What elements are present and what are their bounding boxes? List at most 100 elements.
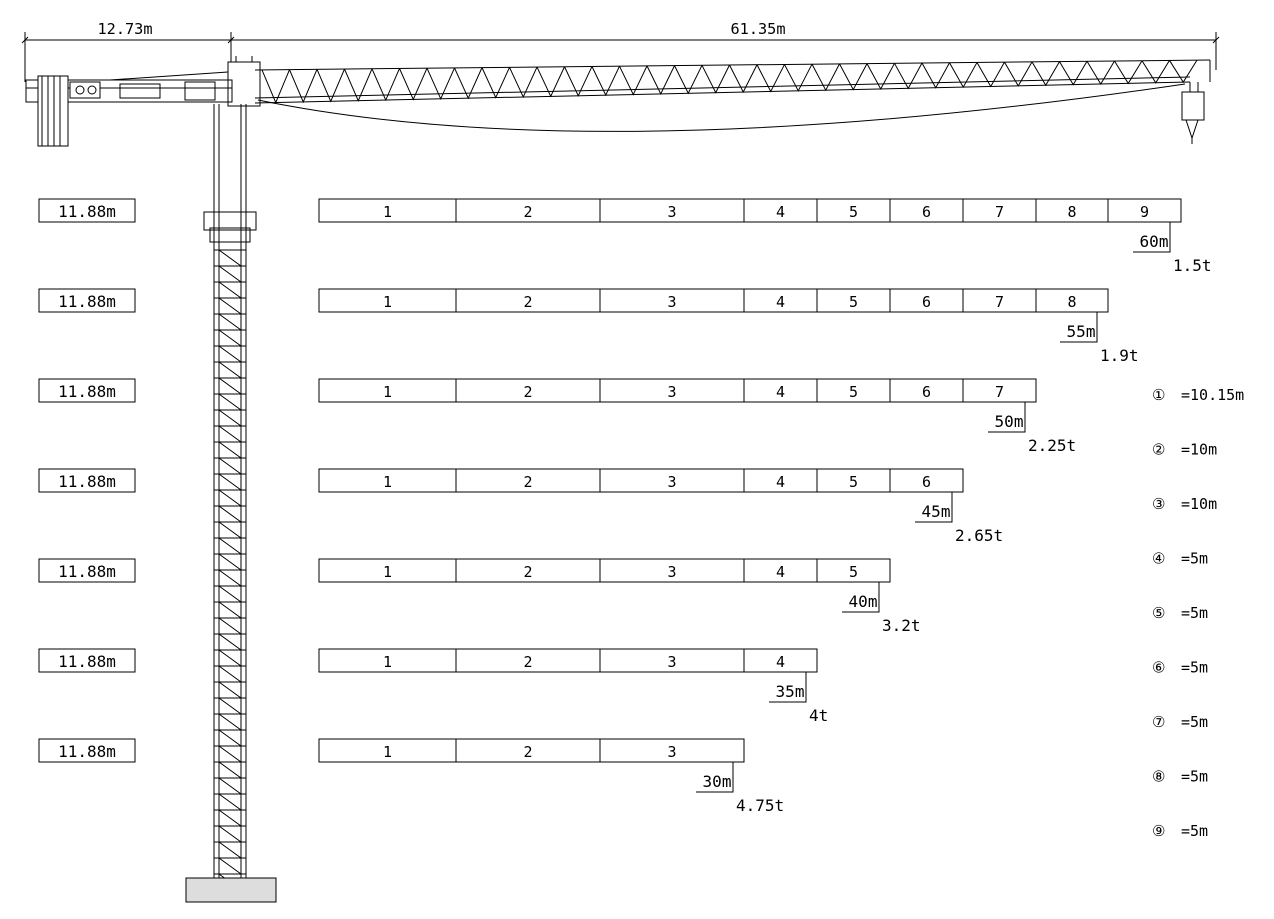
radius-leader xyxy=(988,402,1026,433)
jib-segment-number: 2 xyxy=(523,473,532,491)
jib-segment xyxy=(1035,288,1109,313)
legend-symbol: ⑦ xyxy=(1152,713,1165,731)
jib-segment-number: 4 xyxy=(776,473,785,491)
legend-value: =5m xyxy=(1181,822,1208,840)
jib-segment-number: 8 xyxy=(1067,293,1076,311)
counter-jib-dimension: 12.73m xyxy=(98,20,153,38)
counter-jib-label-box xyxy=(38,378,136,403)
jib-segment-number: 1 xyxy=(383,743,392,761)
counter-jib-label-box xyxy=(38,738,136,763)
legend-symbol: ① xyxy=(1152,386,1165,404)
jib-segment-number: 4 xyxy=(776,563,785,581)
jib-segment-number: 1 xyxy=(383,383,392,401)
jib-segment-number: 5 xyxy=(849,563,858,581)
jib-segment-number: 3 xyxy=(667,293,676,311)
legend-item: ③=10m xyxy=(1152,495,1217,513)
jib-segment-number: 3 xyxy=(667,563,676,581)
load-label: 2.65t xyxy=(955,526,1003,545)
legend-symbol: ② xyxy=(1152,441,1165,459)
jib-segment-number: 1 xyxy=(383,293,392,311)
counter-jib-label: 11.88m xyxy=(58,742,116,761)
jib-segment-number: 7 xyxy=(995,293,1004,311)
jib-segment-number: 3 xyxy=(667,473,676,491)
jib-segment xyxy=(1107,198,1182,223)
legend-item: ④ =5m xyxy=(1152,550,1208,568)
jib-segment-number: 1 xyxy=(383,473,392,491)
jib-segment-number: 5 xyxy=(849,473,858,491)
counter-jib-label: 11.88m xyxy=(58,292,116,311)
jib-segment-number: 6 xyxy=(922,473,931,491)
jib-segment-number: 2 xyxy=(523,203,532,221)
jib-dimension: 61.35m xyxy=(731,20,786,38)
jib-segment-number: 1 xyxy=(383,203,392,221)
load-label: 4t xyxy=(809,706,828,725)
jib-segment xyxy=(743,648,818,673)
load-label: 1.9t xyxy=(1100,346,1139,365)
legend-item: ⑥ =5m xyxy=(1152,659,1208,677)
jib-segment-number: 3 xyxy=(667,743,676,761)
load-label: 3.2t xyxy=(882,616,921,635)
counter-jib-label-box xyxy=(38,288,136,313)
legend-item: ② =10m xyxy=(1152,441,1217,459)
top-dimension-line xyxy=(21,32,1220,82)
legend-symbol: ⑧ xyxy=(1152,768,1165,786)
legend-symbol: ④ xyxy=(1152,550,1165,568)
jib-segment-number: 4 xyxy=(776,653,785,671)
legend-symbol: ⑥ xyxy=(1152,659,1165,677)
counter-jib-label: 11.88m xyxy=(58,472,116,491)
jib-segment-number: 2 xyxy=(523,383,532,401)
jib-segment-number: 1 xyxy=(383,563,392,581)
jib-segment-number: 9 xyxy=(1140,203,1149,221)
counter-jib-label: 11.88m xyxy=(58,202,116,221)
jib-segment-number: 2 xyxy=(523,563,532,581)
jib-segment-number: 7 xyxy=(995,383,1004,401)
jib-segment-number: 5 xyxy=(849,293,858,311)
tower-mast xyxy=(185,104,277,903)
jib-segment-number: 1 xyxy=(383,653,392,671)
legend-value: =5m xyxy=(1181,659,1208,677)
jib-segment-number: 4 xyxy=(776,203,785,221)
radius-label: 45m xyxy=(922,502,951,521)
load-label: 2.25t xyxy=(1028,436,1076,455)
legend-value: =5m xyxy=(1181,604,1208,622)
jib-segment-number: 3 xyxy=(667,383,676,401)
legend-symbol: ⑨ xyxy=(1152,822,1165,840)
counter-jib-label-box xyxy=(38,648,136,673)
legend-value: =5m xyxy=(1181,768,1208,786)
load-label: 4.75t xyxy=(736,796,784,815)
jib-segment xyxy=(816,558,891,583)
radius-label: 55m xyxy=(1067,322,1096,341)
radius-leader xyxy=(915,492,953,523)
radius-leader xyxy=(1060,312,1098,343)
load-label: 1.5t xyxy=(1173,256,1212,275)
counter-jib-label-box xyxy=(38,558,136,583)
jib-segment-number: 2 xyxy=(523,653,532,671)
counter-jib xyxy=(25,71,233,147)
radius-leader xyxy=(842,582,880,613)
counter-jib-label-box xyxy=(38,468,136,493)
jib-segment-number: 3 xyxy=(667,653,676,671)
radius-label: 60m xyxy=(1140,232,1169,251)
radius-leader xyxy=(1133,222,1171,253)
legend-value: =10m xyxy=(1181,441,1217,459)
jib-segment-number: 4 xyxy=(776,383,785,401)
legend-item: ⑧ =5m xyxy=(1152,768,1208,786)
legend-item: ⑦=5m xyxy=(1152,713,1208,731)
legend-symbol: ③ xyxy=(1152,495,1165,513)
jib-truss xyxy=(227,56,1211,144)
jib-segment-number: 4 xyxy=(776,293,785,311)
radius-label: 50m xyxy=(995,412,1024,431)
radius-label: 35m xyxy=(776,682,805,701)
jib-segment-number: 6 xyxy=(922,383,931,401)
jib-segment xyxy=(599,738,745,763)
legend-value: =5m xyxy=(1181,550,1208,568)
radius-leader xyxy=(696,762,734,793)
jib-segment-number: 6 xyxy=(922,203,931,221)
jib-segment xyxy=(962,378,1037,403)
